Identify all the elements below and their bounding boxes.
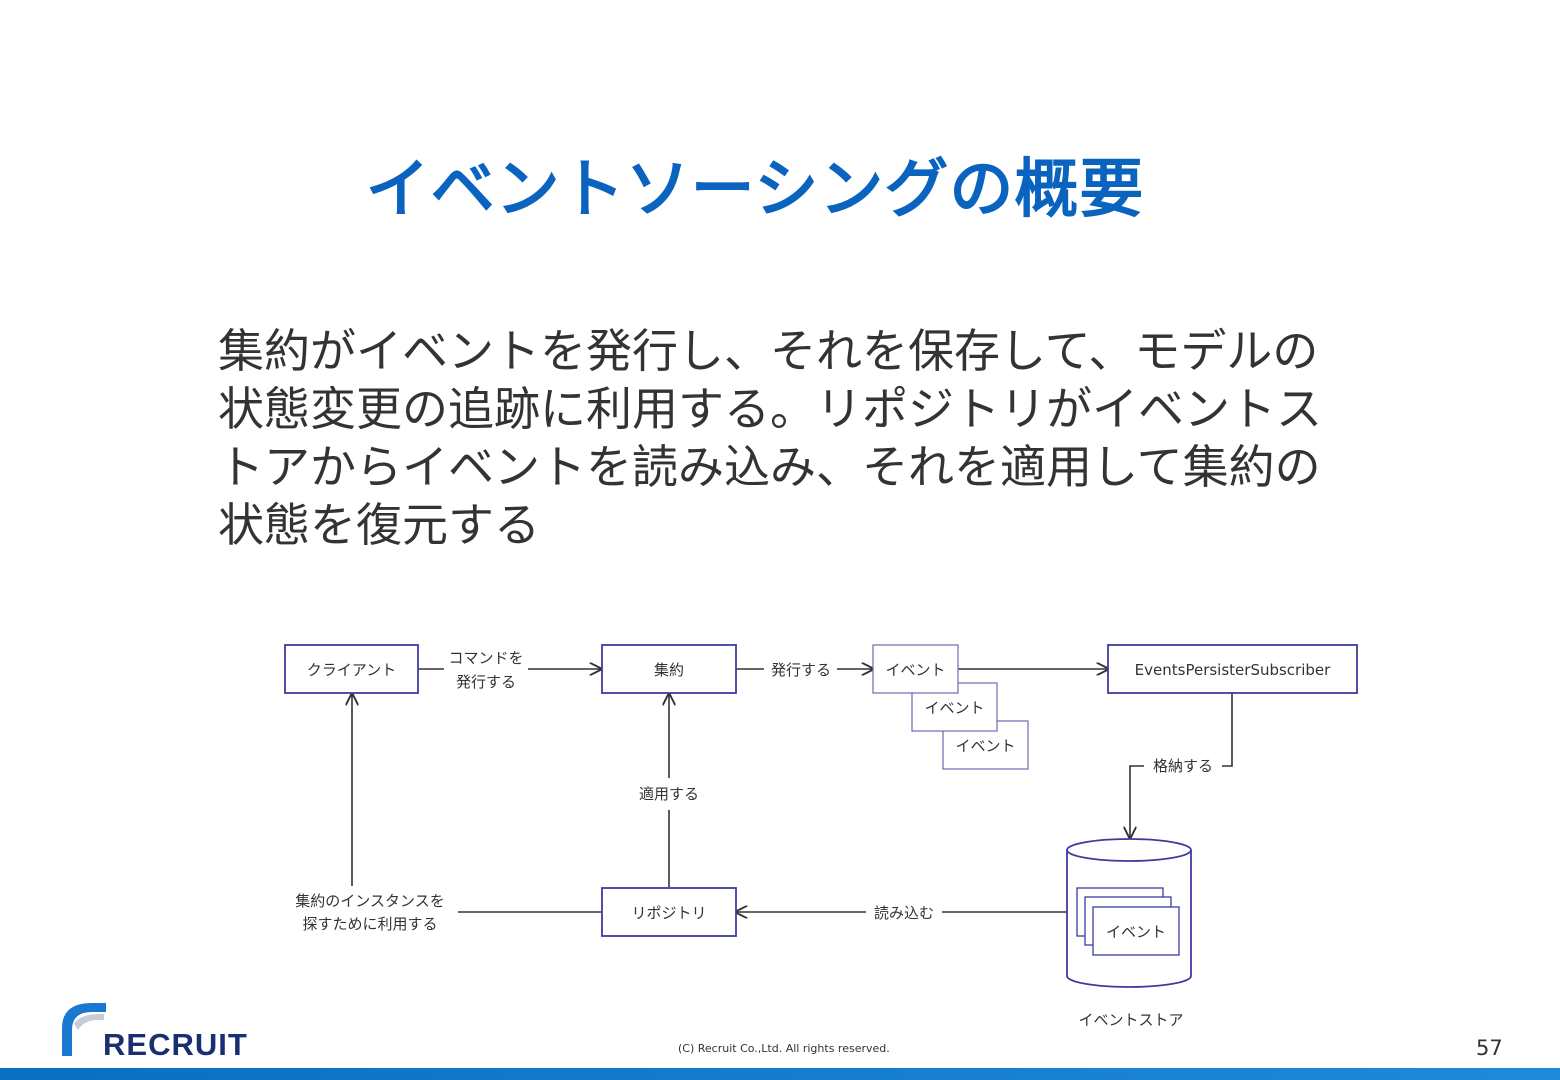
node-subscriber-label: EventsPersisterSubscriber <box>1135 661 1331 679</box>
slide-body-text: 集約がイベントを発行し、それを保存して、モデルの状態変更の追跡に利用する。リポジ… <box>218 324 1322 552</box>
node-event-1: イベント <box>872 644 959 694</box>
recruit-logo: RECRUIT <box>62 1003 248 1062</box>
edge-label-load: 読み込む <box>874 904 934 922</box>
slide-title: イベントソーシングの概要 <box>365 153 1145 227</box>
copyright-text: (C) Recruit Co.,Ltd. All rights reserved… <box>678 1042 890 1055</box>
node-repository: リポジトリ <box>601 887 737 937</box>
page-number: 57 <box>1476 1036 1503 1060</box>
edge-store-right <box>1222 693 1233 767</box>
node-repository-label: リポジトリ <box>631 904 706 922</box>
edge-label-publish: 発行する <box>771 661 831 679</box>
node-subscriber: EventsPersisterSubscriber <box>1107 644 1358 694</box>
node-client-label: クライアント <box>307 661 396 679</box>
edge-label-store: 格納する <box>1153 757 1213 775</box>
node-client: クライアント <box>284 644 419 694</box>
node-event-3-label: イベント <box>955 737 1015 755</box>
node-event-2-label: イベント <box>924 699 984 717</box>
edge-label-search-2: 探すために利用する <box>302 915 437 933</box>
node-event-1-label: イベント <box>885 661 945 679</box>
node-aggregate-label: 集約 <box>654 661 684 679</box>
edge-store-arrow <box>1130 765 1144 838</box>
bottom-accent-bar <box>0 1068 1560 1080</box>
edge-label-command-2: 発行する <box>456 673 516 691</box>
recruit-logo-text: RECRUIT <box>103 1027 248 1062</box>
edge-label-command-1: コマンドを <box>448 649 523 667</box>
edge-label-apply: 適用する <box>639 785 699 803</box>
node-event-store: イベント イベントストア <box>1066 838 1192 1029</box>
edge-label-search-1: 集約のインスタンスを <box>295 892 444 910</box>
node-aggregate: 集約 <box>601 644 737 694</box>
store-event-label: イベント <box>1106 923 1166 941</box>
event-store-label: イベントストア <box>1078 1011 1183 1029</box>
